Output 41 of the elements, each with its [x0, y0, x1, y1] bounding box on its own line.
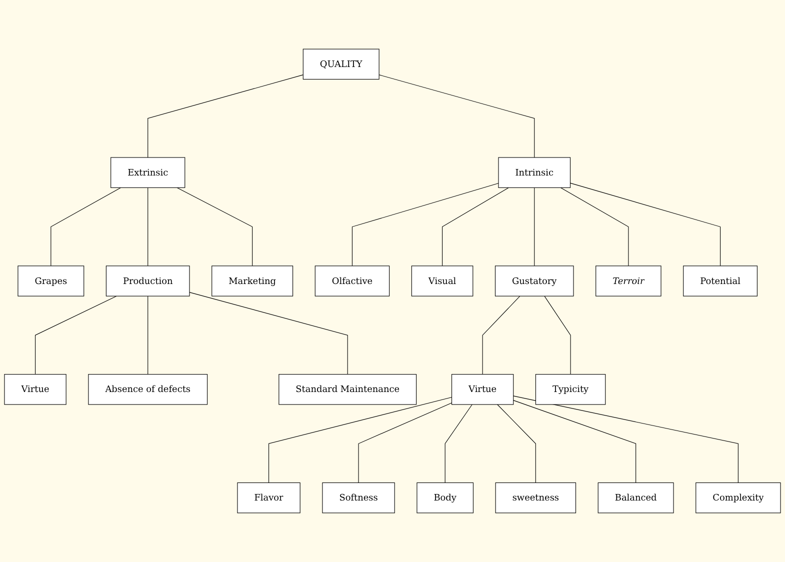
connector	[176, 187, 253, 266]
connector	[444, 404, 472, 484]
connector	[378, 74, 535, 158]
node-box: QUALITY	[302, 48, 380, 80]
node-box: Grapes	[18, 266, 84, 296]
node-box: Body	[416, 482, 474, 514]
node-box: Production	[106, 266, 190, 296]
connector	[148, 74, 304, 158]
connector	[268, 396, 452, 484]
connector	[50, 187, 122, 266]
connector	[442, 187, 510, 266]
connector	[482, 296, 520, 375]
node-box: Marketing	[212, 266, 294, 296]
connector	[513, 396, 738, 484]
node-box: Complexity	[696, 482, 781, 514]
connector	[513, 400, 636, 484]
connector	[35, 296, 117, 375]
connector	[534, 187, 535, 266]
node-box: Softness	[322, 482, 395, 514]
node-box: sweetness	[495, 482, 576, 514]
node-box: Gustatory	[494, 266, 574, 296]
node-box: Standard Maintenance	[278, 374, 417, 405]
node-box: Potential	[683, 266, 758, 296]
node-box: Balanced	[598, 482, 674, 514]
node-box: Flavor	[237, 482, 300, 514]
node-box: Absence of defects	[88, 374, 208, 405]
connector	[358, 402, 452, 484]
connector	[352, 182, 499, 266]
connector	[560, 187, 629, 266]
node-box: Terroir	[596, 266, 662, 296]
node-box: Typicity	[535, 374, 606, 405]
node-box: Virtue	[451, 374, 514, 405]
node-box: Visual	[411, 266, 474, 296]
connector	[544, 296, 571, 375]
node-box: Olfactive	[314, 266, 390, 296]
node-box: Virtue	[4, 374, 66, 405]
connector	[497, 404, 536, 484]
connector	[570, 182, 721, 266]
node-box: Extrinsic	[110, 157, 186, 188]
connector	[189, 292, 348, 375]
node-box: Intrinsic	[498, 157, 571, 188]
